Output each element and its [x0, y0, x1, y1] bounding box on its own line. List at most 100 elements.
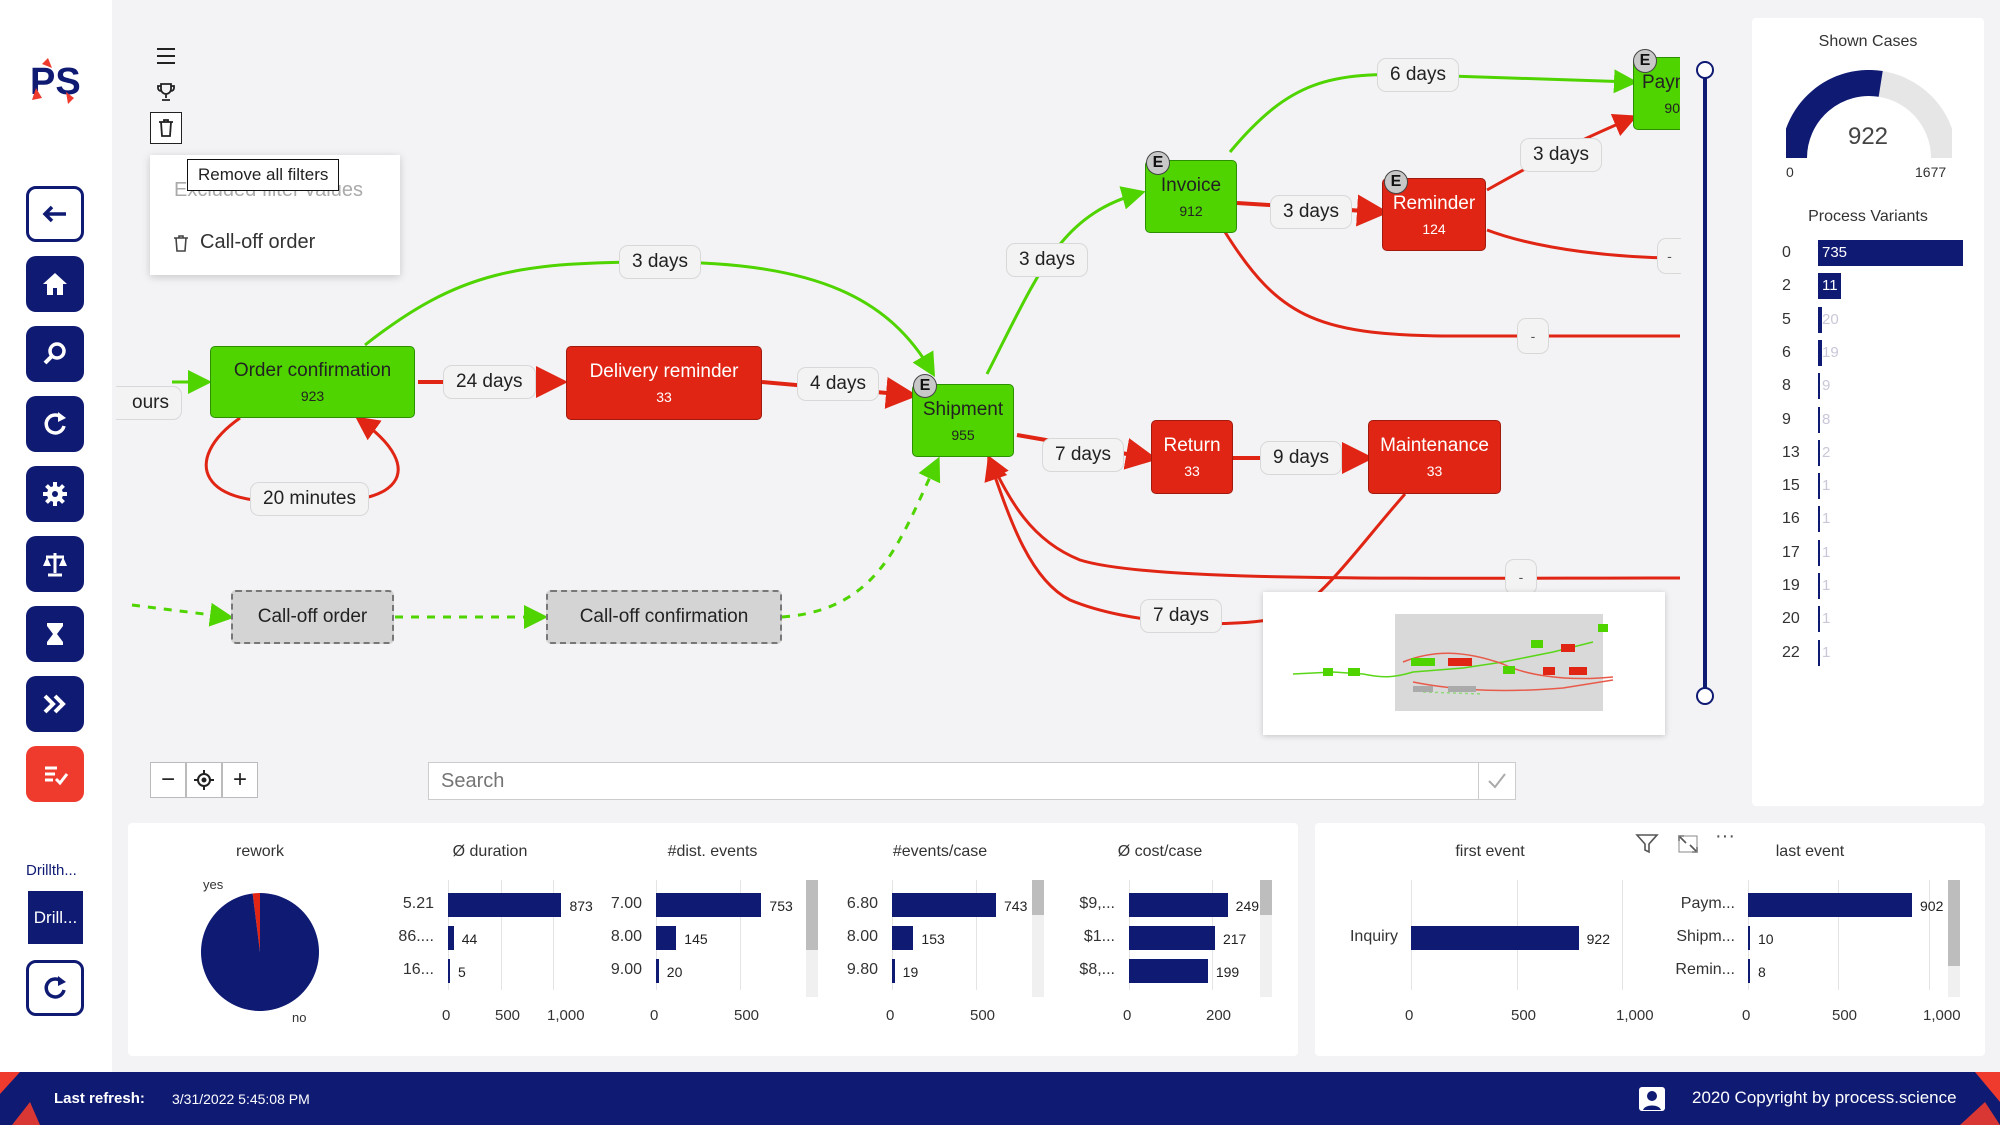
scrollbar-thumb[interactable] — [1948, 880, 1960, 966]
bar[interactable] — [892, 926, 914, 950]
filter-icon[interactable] — [1635, 833, 1659, 855]
axis-tick-label: 0 — [1742, 1007, 1751, 1024]
bar[interactable] — [1129, 926, 1215, 950]
back-button[interactable] — [26, 186, 84, 242]
bar[interactable] — [1129, 959, 1208, 983]
compare-button[interactable] — [26, 536, 84, 592]
expand-icon[interactable] — [1676, 833, 1700, 855]
bar[interactable] — [1129, 893, 1228, 917]
slider-top-handle[interactable] — [1696, 61, 1714, 79]
variant-key: 13 — [1782, 443, 1800, 461]
bar-category-label: 7.00 — [610, 895, 642, 912]
node-order-confirmation[interactable]: Order confirmation 923 — [210, 346, 415, 418]
remove-filters-button[interactable] — [150, 112, 182, 144]
refresh-nav-button[interactable] — [26, 396, 84, 452]
variant-key: 5 — [1782, 310, 1791, 328]
scrollbar-thumb[interactable] — [806, 880, 818, 950]
edge-label: 6 days — [1377, 58, 1459, 92]
bar[interactable] — [656, 893, 762, 917]
chart-scrollbar[interactable] — [806, 880, 818, 997]
bar-value-label: 199 — [1215, 964, 1240, 980]
bar-category-label: Shipm... — [1676, 928, 1735, 945]
bar[interactable] — [1411, 926, 1579, 950]
drillthrough-button[interactable]: Drill... — [28, 891, 83, 944]
settings-button[interactable] — [26, 466, 84, 522]
trophy-button[interactable] — [150, 76, 182, 108]
node-calloff-order[interactable]: Call-off order — [231, 590, 394, 644]
footer-decoration — [0, 1072, 40, 1125]
pie-slice-yes[interactable] — [252, 893, 260, 952]
edge-label: 4 days — [797, 367, 879, 401]
excluded-filter-label: Call-off order — [200, 231, 316, 253]
bar[interactable] — [1748, 959, 1750, 983]
node-return[interactable]: Return 33 — [1151, 420, 1233, 494]
bar[interactable] — [448, 926, 454, 950]
graph-detail-slider-track[interactable] — [1703, 64, 1707, 696]
bar-category-label: 8.00 — [846, 928, 878, 945]
bar-value-label: 8 — [1758, 964, 1766, 980]
node-name: Maintenance — [1380, 435, 1489, 456]
bar[interactable] — [656, 959, 659, 983]
chart-title: first event — [1455, 843, 1525, 860]
bar[interactable] — [656, 926, 677, 950]
excluded-filter-item[interactable]: Call-off order — [172, 231, 315, 254]
minimap-preview — [1292, 614, 1614, 711]
node-calloff-confirmation[interactable]: Call-off confirmation — [546, 590, 782, 644]
bar[interactable] — [1748, 893, 1912, 917]
bar-category-label: 8.00 — [610, 928, 642, 945]
checklist-button[interactable] — [26, 746, 84, 802]
reset-button[interactable] — [26, 960, 84, 1016]
bar[interactable] — [892, 893, 997, 917]
scrollbar-thumb[interactable] — [1260, 880, 1272, 915]
bar[interactable] — [1748, 926, 1750, 950]
variant-value: 11 — [1822, 277, 1838, 295]
search-input[interactable] — [429, 763, 1478, 799]
zoom-in-button[interactable]: + — [222, 762, 258, 798]
node-name: Shipment — [922, 398, 1004, 420]
home-button[interactable] — [26, 256, 84, 312]
node-delivery-reminder[interactable]: Delivery reminder 33 — [566, 346, 762, 420]
refresh-cycle-icon — [44, 412, 66, 435]
user-icon[interactable] — [1638, 1086, 1666, 1112]
node-maintenance[interactable]: Maintenance 33 — [1368, 420, 1501, 494]
chart-scrollbar[interactable] — [1260, 880, 1272, 997]
variant-key: 15 — [1782, 477, 1800, 495]
chart-scrollbar[interactable] — [1948, 880, 1960, 997]
bar-value-label: 145 — [684, 931, 708, 947]
search-nav-button[interactable] — [26, 326, 84, 382]
chart-scrollbar[interactable] — [1032, 880, 1044, 997]
search-submit-button[interactable] — [1478, 763, 1515, 799]
forward-button[interactable] — [26, 676, 84, 732]
slider-bottom-handle[interactable] — [1696, 687, 1714, 705]
hamburger-icon — [157, 48, 175, 64]
center-button[interactable] — [186, 762, 222, 798]
zoom-out-button[interactable]: − — [150, 762, 186, 798]
bar[interactable] — [892, 959, 895, 983]
bar-category-label: 16... — [402, 961, 434, 978]
axis-tick-label: 500 — [970, 1007, 996, 1024]
bar[interactable] — [448, 959, 450, 983]
more-options-button[interactable]: ··· — [1715, 825, 1735, 847]
graph-minimap[interactable] — [1263, 592, 1665, 735]
node-count: 90 — [1664, 99, 1680, 116]
variant-value: 1 — [1822, 543, 1831, 561]
bar[interactable] — [448, 893, 562, 917]
bar-value-label: 217 — [1222, 931, 1247, 947]
scrollbar-thumb[interactable] — [1032, 880, 1044, 915]
menu-button[interactable] — [150, 40, 182, 72]
time-button[interactable] — [26, 606, 84, 662]
pie-slice-no[interactable] — [201, 893, 319, 1011]
